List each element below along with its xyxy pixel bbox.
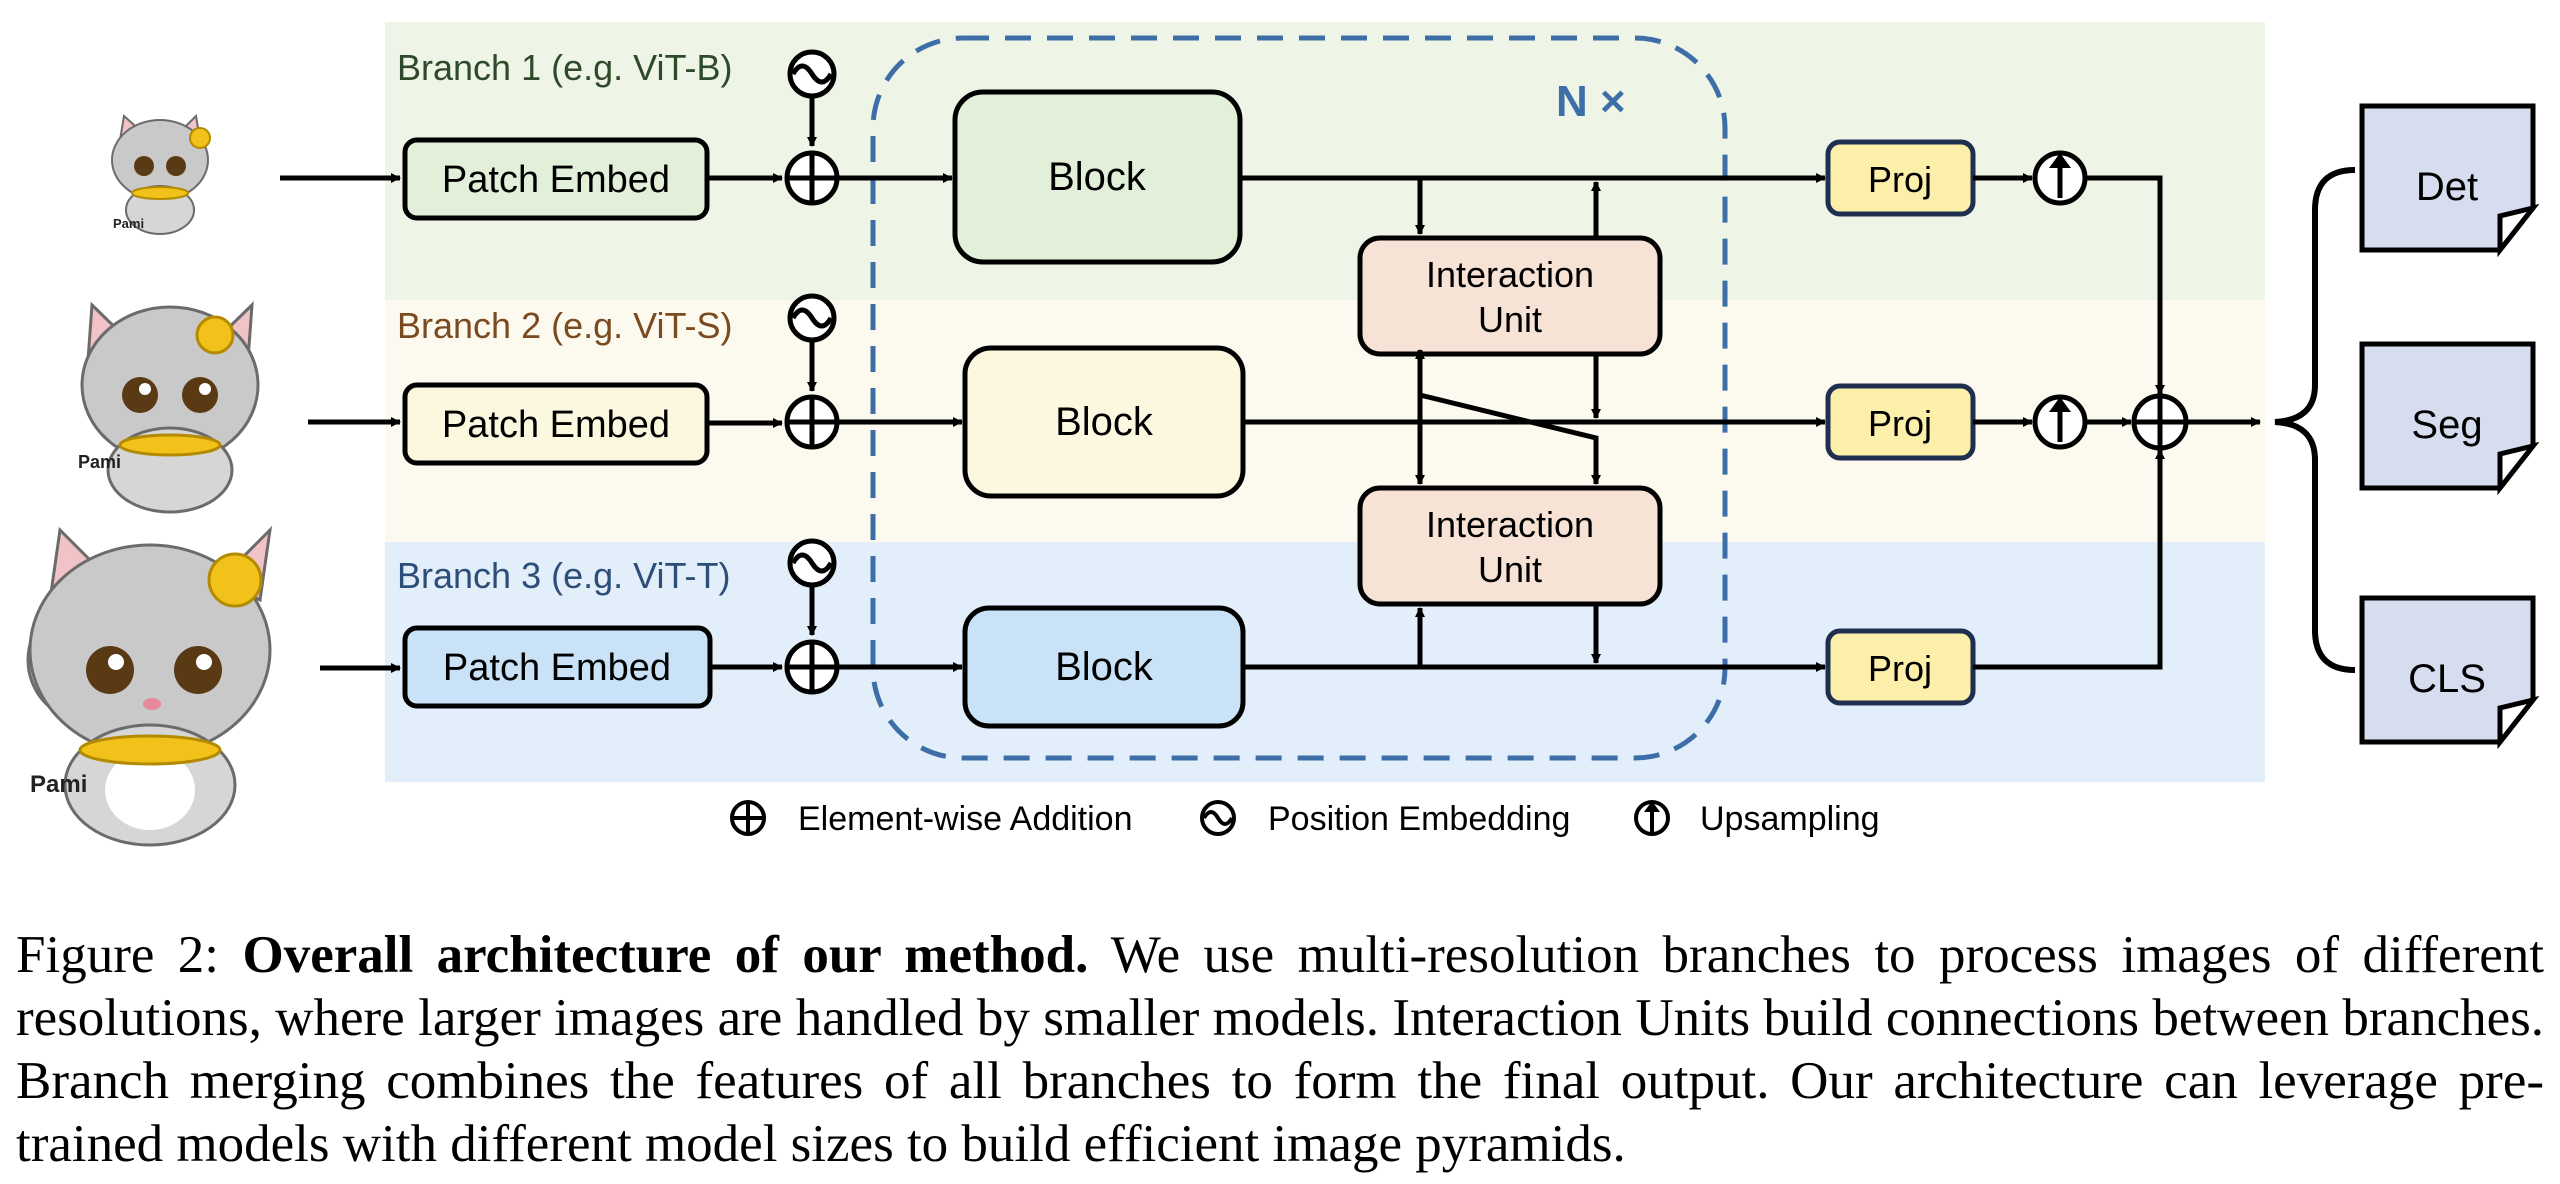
legend: Element-wise Addition Position Embedding… [730, 800, 1880, 838]
legend-upsampling-label: Upsampling [1700, 800, 1880, 838]
interaction-unit-1 [1357, 235, 1663, 357]
cat-image-large-icon: Pami [26, 525, 273, 847]
patch-embed-branch-2-label: Patch Embed [442, 404, 670, 446]
position-embedding-icon-1 [787, 49, 837, 147]
proj-branch-1-label: Proj [1868, 159, 1932, 200]
legend-position-label: Position Embedding [1268, 800, 1570, 838]
output-det-doc: Det [2359, 103, 2540, 258]
output-brace [2274, 167, 2356, 673]
output-seg-doc: Seg [2359, 341, 2540, 496]
branch-2-label: Branch 2 (e.g. ViT-S) [397, 305, 732, 346]
output-seg-label: Seg [2411, 403, 2482, 447]
interaction-unit-2-line1: Interaction [1426, 504, 1594, 545]
upsample1-to-merge [2085, 175, 2165, 395]
upsampling-icon-2 [2032, 394, 2088, 450]
output-cls-label: CLS [2408, 657, 2486, 701]
proj-branch-2-label: Proj [1868, 403, 1932, 444]
cat-large-text: Pami [30, 771, 87, 798]
output-det-label: Det [2416, 165, 2478, 209]
addition-icon-1 [784, 150, 840, 206]
patch-embed-branch-3-label: Patch Embed [443, 647, 671, 689]
legend-addition-label: Element-wise Addition [798, 800, 1133, 838]
addition-icon-3 [784, 639, 840, 695]
cat-medium-text: Pami [78, 452, 121, 472]
branch-1-label: Branch 1 (e.g. ViT-B) [397, 47, 732, 88]
repeat-block-container [870, 35, 1728, 761]
block-branch-2-label: Block [1055, 400, 1154, 444]
legend-position-icon [1200, 800, 1236, 836]
caption-title: Overall architecture of our method. [242, 926, 1089, 984]
legend-addition-icon [730, 800, 766, 836]
cat-image-medium-icon: Pami [78, 301, 260, 514]
position-embedding-icon-3 [787, 538, 837, 636]
interaction-unit-2 [1357, 485, 1663, 607]
addition-icon-2 [784, 394, 840, 450]
branch-3-label: Branch 3 (e.g. ViT-T) [397, 555, 730, 596]
interaction-unit-1-line1: Interaction [1426, 254, 1594, 295]
proj3-to-merge [1973, 449, 2165, 670]
merge-addition-icon [2131, 393, 2189, 451]
block-branch-3-label: Block [1055, 645, 1154, 689]
position-embedding-icon-2 [787, 293, 837, 392]
caption-body: We use multi-resolution branches to proc… [16, 926, 2544, 1173]
upsampling-icon-1 [2032, 150, 2088, 206]
interaction-connections [1415, 178, 1601, 667]
interaction-unit-1-line2: Unit [1478, 299, 1542, 340]
output-cls-doc: CLS [2359, 595, 2540, 750]
block-branch-1-label: Block [1048, 155, 1147, 199]
figure-caption: Figure 2: Overall architecture of our me… [16, 924, 2544, 1176]
cat-image-small-icon: Pami [111, 113, 211, 235]
interaction-unit-2-line2: Unit [1478, 549, 1542, 590]
patch-embed-branch-1-label: Patch Embed [442, 159, 670, 201]
repeat-count-label: N × [1556, 77, 1626, 126]
proj-branch-3-label: Proj [1868, 648, 1932, 689]
legend-upsampling-icon [1634, 800, 1670, 836]
cat-small-text: Pami [113, 216, 144, 231]
caption-prefix: Figure 2: [16, 926, 243, 984]
